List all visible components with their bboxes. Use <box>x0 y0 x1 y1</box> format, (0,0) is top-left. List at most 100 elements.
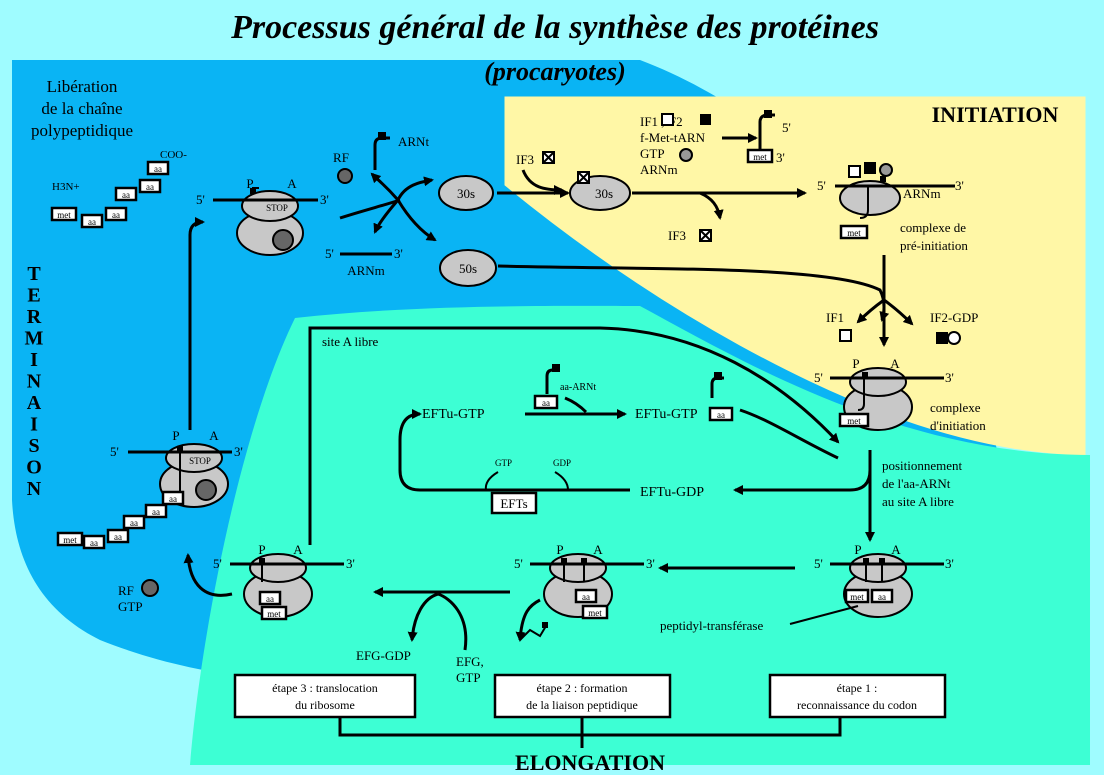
initiation-label: INITIATION <box>932 102 1059 127</box>
step3-aa: aa <box>266 594 274 604</box>
step3-three: 3' <box>346 556 355 571</box>
page-subtitle: (procaryotes) <box>484 57 626 86</box>
init-five: 5' <box>814 370 823 385</box>
term-three: 3' <box>234 444 243 459</box>
arnt-label: ARNt <box>398 134 429 149</box>
step2-three: 3' <box>646 556 655 571</box>
eftu-gtp-right: EFTu-GTP <box>635 407 698 422</box>
termination-letter: M <box>25 328 44 350</box>
subunit-50s-label: 50s <box>459 261 477 276</box>
efg-label-2: GTP <box>456 670 481 685</box>
term-aa-5: aa <box>90 538 98 548</box>
initiation-complex: met P A 5' 3' <box>814 356 954 431</box>
liberation-line1: Libération <box>47 77 118 96</box>
termination-letter: A <box>27 392 42 414</box>
a-site-top: A <box>287 176 297 191</box>
term-aa-1: aa <box>169 494 177 504</box>
stop-codon-top: STOP <box>266 203 288 213</box>
term-stop: STOP <box>189 456 211 466</box>
five-prime-top: 5' <box>196 192 205 207</box>
subunit-30s-label: 30s <box>457 186 475 201</box>
rf-gtp-label-1: RF <box>118 583 134 598</box>
step-3-line2: du ribosome <box>295 698 355 712</box>
chain-aa-1: aa <box>88 217 96 227</box>
chain-aa-3: aa <box>122 190 130 200</box>
efts-label: EFTs <box>500 496 527 511</box>
p-site-top: P <box>246 176 253 191</box>
ribosome-step1: met aa P A 5' 3' <box>814 542 954 618</box>
gdp-small: GDP <box>553 458 571 468</box>
term-a: A <box>209 428 219 443</box>
subunit-50s <box>439 249 497 287</box>
termination-letter: R <box>27 306 42 328</box>
ribosome-step3: aa met P A 5' 3' <box>213 542 355 621</box>
if1-label-out: IF1 <box>826 310 844 325</box>
if3-label-out: IF3 <box>668 228 686 243</box>
fmet-trna-five: 5' <box>782 120 791 135</box>
fmet-trna-met: met <box>753 152 767 162</box>
init-met: met <box>847 416 861 426</box>
complexe-init-2: d'initiation <box>930 418 986 433</box>
step3-five: 5' <box>213 556 222 571</box>
eftu-aa: aa <box>717 410 725 420</box>
step2-p: P <box>556 542 563 557</box>
h3n-terminus: H3N+ <box>52 181 80 193</box>
fmet-trna-three: 3' <box>776 150 785 165</box>
term-aa-3: aa <box>130 518 138 528</box>
mrna-label-term: ARNm <box>347 263 385 278</box>
chain-aa-5: aa <box>154 164 162 174</box>
step3-met: met <box>267 609 281 619</box>
arrow-step3-to-termination <box>183 553 233 597</box>
chain-aa-2: aa <box>112 210 120 220</box>
positionnement-2: de l'aa-ARNt <box>882 476 951 491</box>
step-2-line2: de la liaison peptidique <box>526 698 638 712</box>
termination-letter: T <box>27 263 41 285</box>
complexe-pre-1: complexe de <box>900 220 966 235</box>
efg-label-1: EFG, <box>456 654 484 669</box>
step2-met: met <box>588 608 602 618</box>
arrow-translocation-to-free-a <box>308 326 840 545</box>
subunit-30s-if3-label: 30s <box>595 186 613 201</box>
ribosome-termination: aa aa aa aa aa met STOP P A 5' 3' <box>56 428 243 550</box>
step1-a: A <box>891 542 901 557</box>
preinit-three: 3' <box>955 178 964 193</box>
preinitiation-complex: met 5' ARNm 3' <box>817 162 964 240</box>
step-3-line1: étape 3 : translocation <box>272 681 378 695</box>
term-aa-4: aa <box>114 532 122 542</box>
step-boxes: étape 3 : translocation du ribosome étap… <box>233 673 947 748</box>
init-p: P <box>852 356 859 371</box>
eftu-gdp: EFTu-GDP <box>640 485 704 500</box>
rf-gtp-label-2: GTP <box>118 599 143 614</box>
rf-factor-icon <box>337 168 353 184</box>
init-three: 3' <box>945 370 954 385</box>
arrow-termination-up <box>188 217 205 430</box>
step-1-line2: reconnaissance du codon <box>797 698 917 712</box>
termination-letter: O <box>26 457 42 479</box>
arnm-label-init: ARNm <box>640 162 678 177</box>
aa-trna-aa: aa <box>542 398 550 408</box>
step-3-box <box>233 673 417 719</box>
peptidyl-label: peptidyl-transférase <box>660 618 763 633</box>
step1-p: P <box>854 542 861 557</box>
term-p: P <box>172 428 179 443</box>
step-1-line1: étape 1 : <box>837 681 878 695</box>
liberation-line3: polypeptidique <box>31 121 133 140</box>
dissociation-fork <box>339 172 437 242</box>
fmet-label: f-Met-tARN <box>640 130 706 145</box>
init-a: A <box>890 356 900 371</box>
eftu-gtp-left: EFTu-GTP <box>422 407 485 422</box>
aa-trna-label: aa-ARNt <box>560 382 596 393</box>
chain-met: met <box>57 210 71 220</box>
gtp-label-init: GTP <box>640 146 665 161</box>
step3-p: P <box>258 542 265 557</box>
preinit-mrna: ARNm <box>903 186 941 201</box>
ribosome-step2: aa met P A 5' 3' <box>514 542 655 620</box>
complexe-pre-2: pré-initiation <box>900 238 968 253</box>
term-five: 5' <box>110 444 119 459</box>
termination-letter: N <box>27 371 42 393</box>
released-chain: met aa aa aa aa aa <box>50 160 170 229</box>
preinit-met: met <box>847 228 861 238</box>
